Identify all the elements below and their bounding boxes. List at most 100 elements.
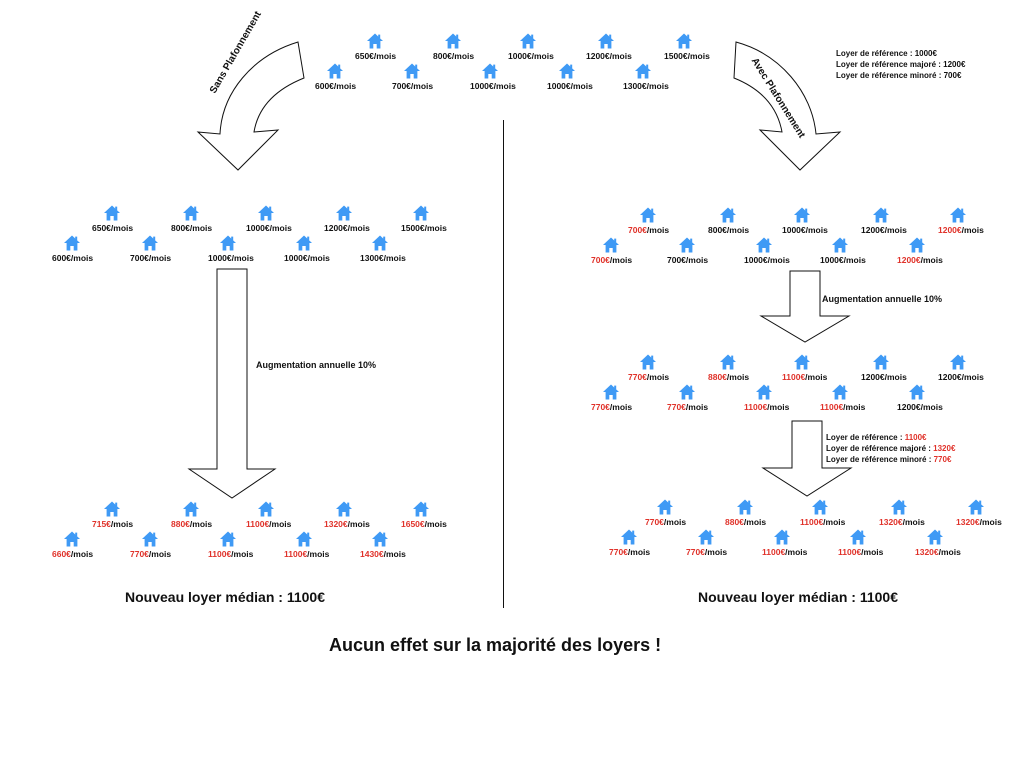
rent-price-label: 1200€/mois [897, 255, 943, 265]
house-icon [678, 383, 696, 401]
rent-price-label: 1200€/mois [938, 225, 984, 235]
house-icon [481, 62, 499, 80]
house-icon [219, 234, 237, 252]
rent-price-label: 800€/mois [433, 51, 475, 61]
rent-price-label: 1000€/mois [782, 225, 828, 235]
house-icon [793, 206, 811, 224]
house-icon [141, 530, 159, 548]
house-icon [773, 528, 791, 546]
house-icon [620, 528, 638, 546]
median-left: Nouveau loyer médian : 1100€ [125, 589, 325, 605]
reference-line: Loyer de référence majoré : 1320€ [826, 444, 956, 453]
house-icon [182, 204, 200, 222]
house-icon [755, 383, 773, 401]
house-icon [103, 500, 121, 518]
house-icon [697, 528, 715, 546]
house-icon [371, 234, 389, 252]
reference-line: Loyer de référence majoré : 1200€ [836, 60, 966, 69]
rent-price-label: 1100€/mois [284, 549, 330, 559]
rent-price-label: 800€/mois [171, 223, 213, 233]
house-icon [295, 234, 313, 252]
house-icon [403, 62, 421, 80]
house-icon [872, 353, 890, 371]
rent-price-label: 880€/mois [725, 517, 767, 527]
down-arrow-right-1 [759, 270, 851, 343]
increase-label-left: Augmentation annuelle 10% [256, 360, 377, 370]
rent-price-label: 770€/mois [130, 549, 172, 559]
house-icon [103, 204, 121, 222]
house-icon [831, 236, 849, 254]
rent-price-label: 700€/mois [591, 255, 633, 265]
house-icon [639, 353, 657, 371]
rent-price-label: 700€/mois [392, 81, 434, 91]
house-icon [257, 204, 275, 222]
rent-price-label: 880€/mois [171, 519, 213, 529]
house-icon [719, 206, 737, 224]
house-icon [326, 62, 344, 80]
rent-price-label: 1000€/mois [744, 255, 790, 265]
rent-price-label: 1200€/mois [324, 223, 370, 233]
increase-label-right: Augmentation annuelle 10% [822, 294, 943, 304]
rent-price-label: 880€/mois [708, 372, 750, 382]
house-icon [908, 383, 926, 401]
house-icon [755, 236, 773, 254]
rent-price-label: 1000€/mois [470, 81, 516, 91]
rent-price-label: 1200€/mois [897, 402, 943, 412]
reference-line: Loyer de référence : 1000€ [836, 49, 937, 58]
reference-line: Loyer de référence minoré : 700€ [836, 71, 962, 80]
house-icon [656, 498, 674, 516]
house-icon [295, 530, 313, 548]
rent-price-label: 650€/mois [355, 51, 397, 61]
house-icon [967, 498, 985, 516]
rent-price-label: 1300€/mois [360, 253, 406, 263]
rent-price-label: 1430€/mois [360, 549, 406, 559]
house-icon [444, 32, 462, 50]
rent-price-label: 770€/mois [591, 402, 633, 412]
house-icon [678, 236, 696, 254]
rent-price-label: 1000€/mois [208, 253, 254, 263]
rent-price-label: 600€/mois [52, 253, 94, 263]
house-icon [949, 353, 967, 371]
rent-price-label: 1100€/mois [208, 549, 254, 559]
house-icon [736, 498, 754, 516]
rent-price-label: 1100€/mois [800, 517, 846, 527]
rent-price-label: 1100€/mois [246, 519, 292, 529]
house-icon [811, 498, 829, 516]
house-icon [63, 234, 81, 252]
curved-arrow-right [733, 41, 842, 171]
rent-price-label: 770€/mois [609, 547, 651, 557]
rent-price-label: 1100€/mois [820, 402, 866, 412]
house-icon [634, 62, 652, 80]
reference-note-new: Loyer de référence : 1100€Loyer de référ… [826, 432, 955, 465]
center-divider [503, 120, 504, 608]
rent-price-label: 1320€/mois [324, 519, 370, 529]
rent-price-label: 1500€/mois [664, 51, 710, 61]
rent-price-label: 700€/mois [667, 255, 709, 265]
house-icon [219, 530, 237, 548]
house-icon [675, 32, 693, 50]
rent-price-label: 600€/mois [315, 81, 357, 91]
house-icon [639, 206, 657, 224]
rent-price-label: 1200€/mois [861, 372, 907, 382]
house-icon [831, 383, 849, 401]
house-icon [602, 236, 620, 254]
house-icon [335, 204, 353, 222]
house-icon [719, 353, 737, 371]
rent-price-label: 1100€/mois [838, 547, 884, 557]
rent-price-label: 715€/mois [92, 519, 134, 529]
house-icon [182, 500, 200, 518]
rent-price-label: 1200€/mois [861, 225, 907, 235]
rent-price-label: 1100€/mois [744, 402, 790, 412]
down-arrow-right-2 [761, 420, 853, 497]
rent-price-label: 1650€/mois [401, 519, 447, 529]
rent-price-label: 770€/mois [628, 372, 670, 382]
house-icon [257, 500, 275, 518]
house-icon [926, 528, 944, 546]
house-icon [412, 500, 430, 518]
median-right: Nouveau loyer médian : 1100€ [698, 589, 898, 605]
house-icon [602, 383, 620, 401]
rent-price-label: 700€/mois [628, 225, 670, 235]
rent-price-label: 1000€/mois [246, 223, 292, 233]
rent-price-label: 700€/mois [130, 253, 172, 263]
house-icon [793, 353, 811, 371]
